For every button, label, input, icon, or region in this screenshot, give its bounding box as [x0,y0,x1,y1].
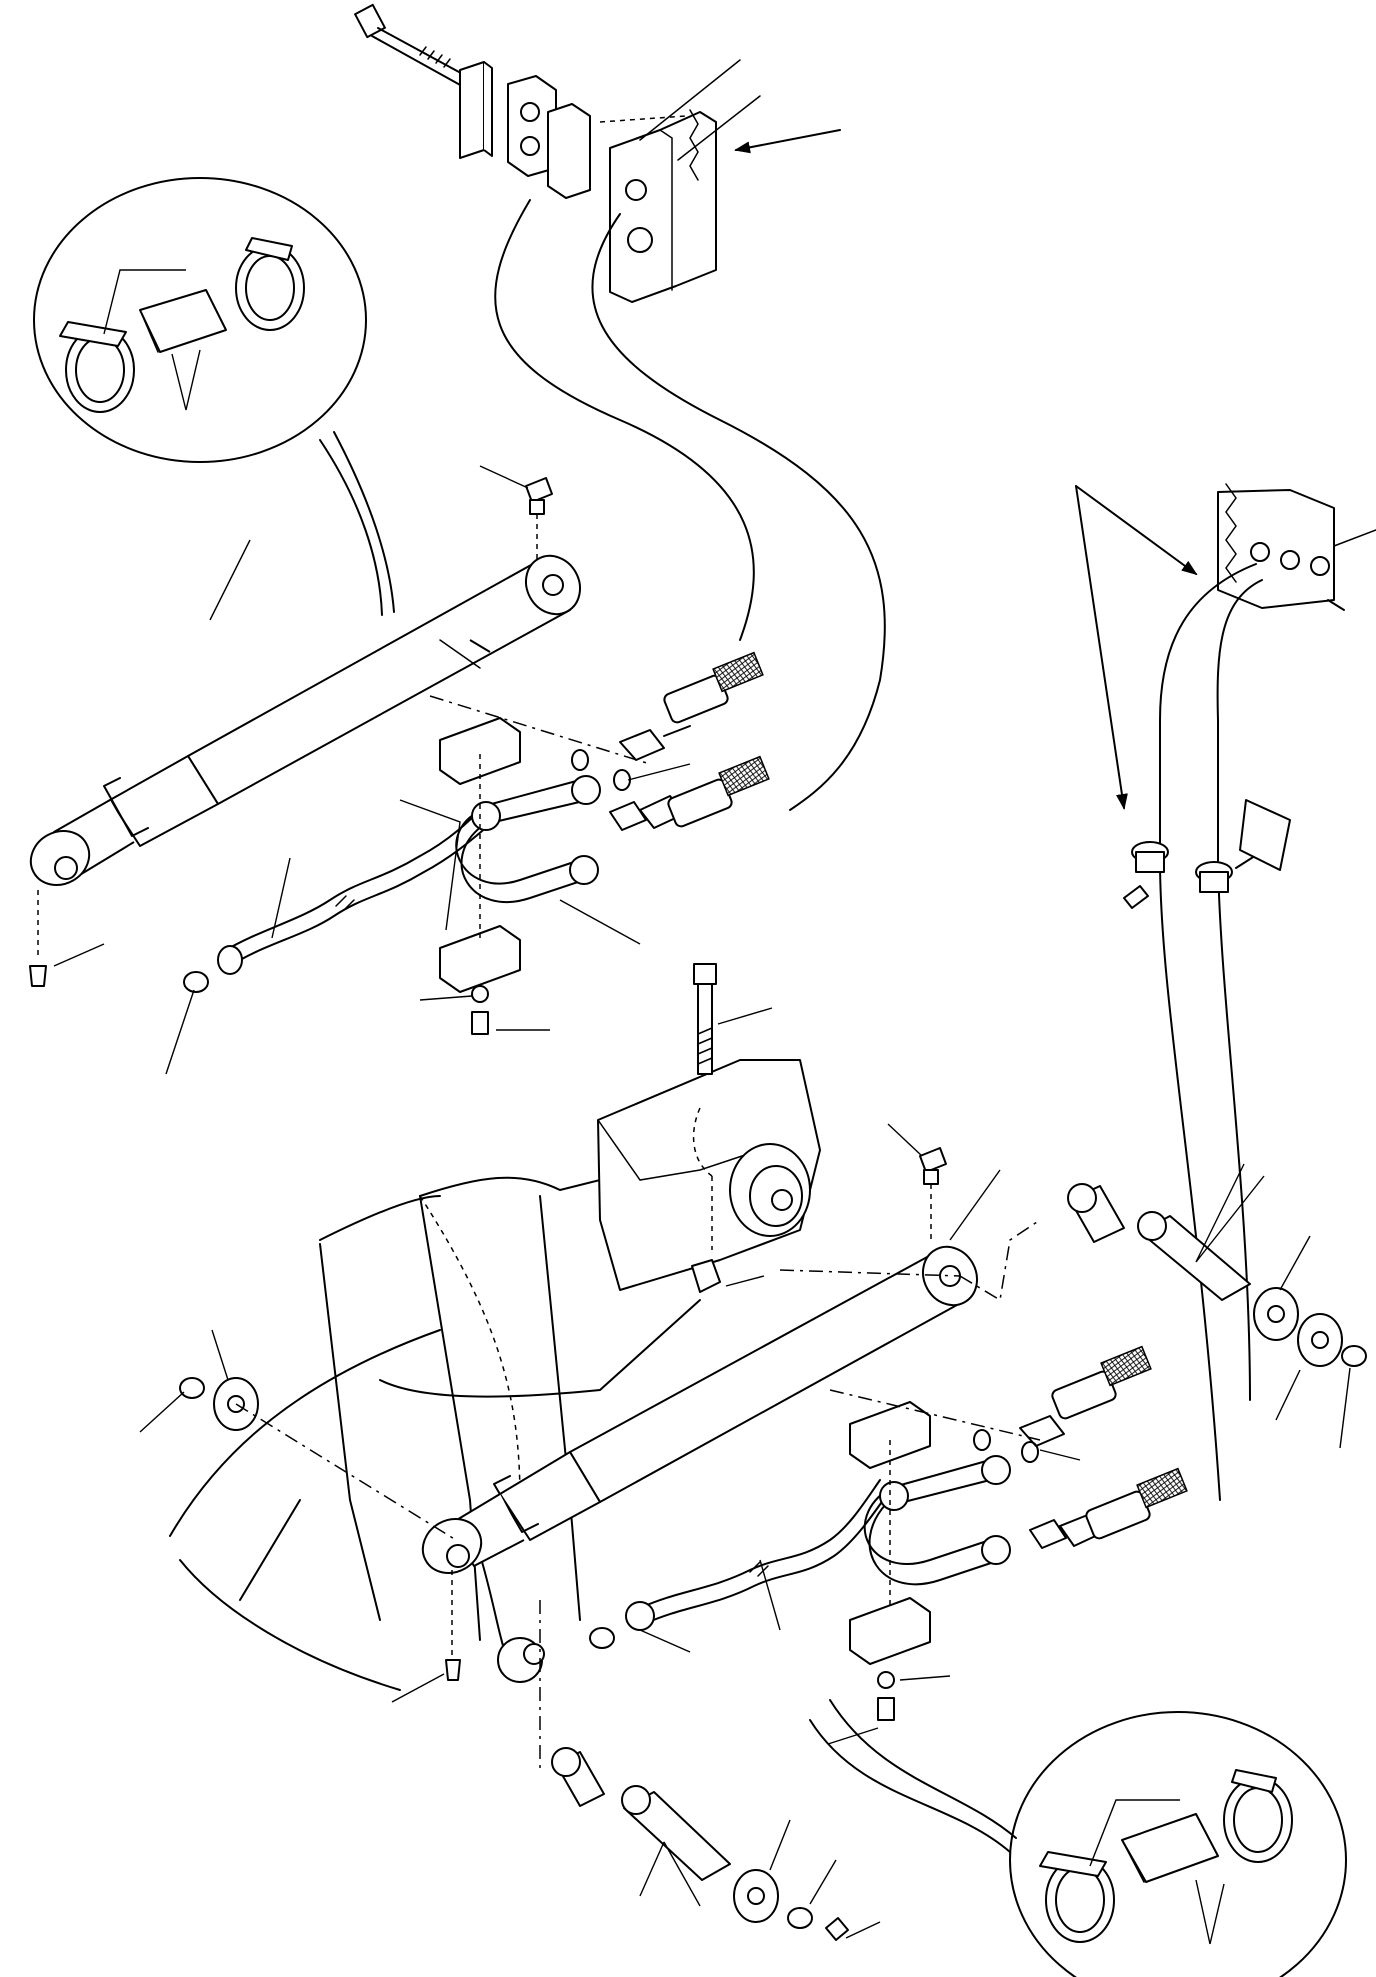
right-clamp-block [1076,484,1376,810]
lower-hose-fittings [830,1347,1187,1548]
detail-circle-hose-clamp-top [34,178,394,615]
hose-sleeve-icon [140,290,226,352]
hose-clamp-icon [236,238,304,330]
lower-hydraulic-cylinder [413,1170,1040,1583]
upper-hydraulic-cylinder [21,540,590,895]
hose-upper-pair [495,200,885,810]
lower-left-pin-assembly [540,1600,880,1940]
arrow-indicator [1076,486,1198,576]
grease-nipple-left [30,890,104,986]
right-hose-clamp [1124,800,1290,908]
chassis-frame [170,1160,700,1690]
upper-u-pipe [456,776,640,944]
lower-pivot-pin-left [140,1330,456,1540]
lower-u-pipe [865,1456,1010,1584]
hose-clamp-icon [1040,1852,1114,1942]
right-hose-pair [1160,564,1262,1500]
cylinder-barrel [188,546,590,804]
hose-sleeve-icon [1122,1814,1218,1882]
top-clamp-assembly [355,5,840,302]
clamp-plate-top [460,62,492,158]
hose-clamp-icon [60,322,134,412]
grease-nipple-lower-top [888,1124,946,1240]
grease-nipple-lower-left [392,1570,460,1702]
clamp-half-b [548,104,590,198]
mounting-bolt [694,964,772,1074]
clamp-bolt-top [355,5,470,86]
lower-pivot-pin-right [1068,1164,1366,1448]
mounting-bracket [598,1060,820,1292]
cylinder-rod-end [21,756,218,895]
clamp-block-frame [610,110,716,302]
clamp-half-a [508,76,556,176]
hose-clamp-icon [1224,1770,1292,1862]
cylinder-rod-end [413,1452,600,1583]
upper-pipe-clamp [400,718,550,1034]
grease-nipple-top [480,466,552,560]
lower-pipe-clamp [828,1402,950,1744]
arrow-indicator [1076,486,1128,810]
arrow-indicator [734,130,840,154]
upper-rigid-pipe [166,810,488,1074]
cylinder-barrel [570,1237,987,1502]
upper-hose-fittings [430,653,769,830]
detail-circle-hose-clamp-bottom [810,1700,1346,1977]
lower-rigid-pipe [590,1480,886,1652]
